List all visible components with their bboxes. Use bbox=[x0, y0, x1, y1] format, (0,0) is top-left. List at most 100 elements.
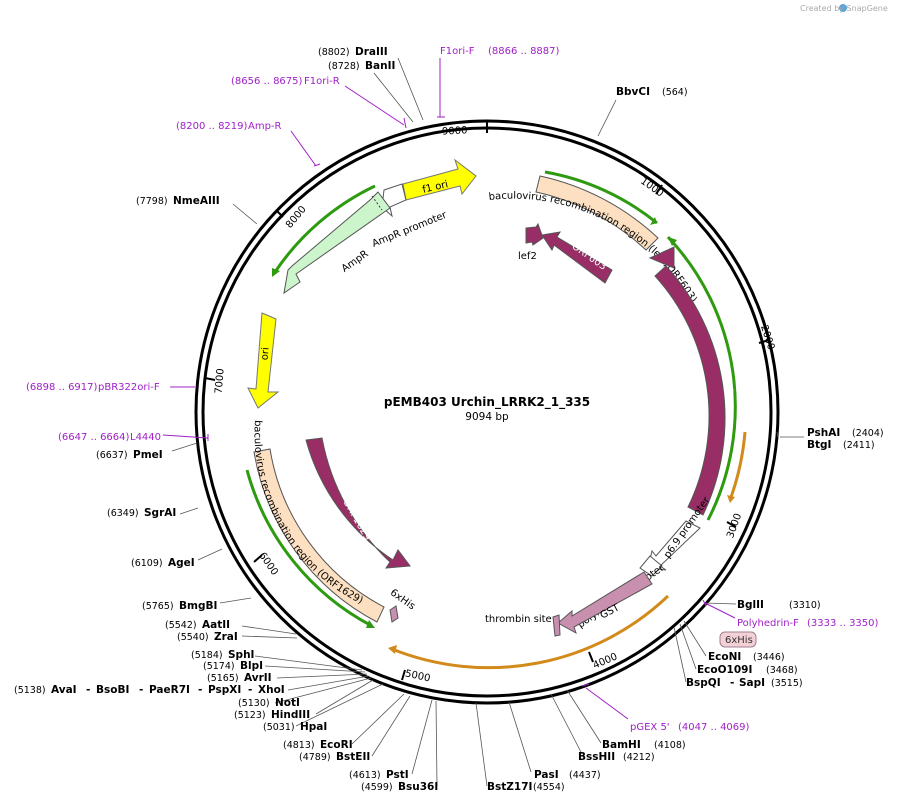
enzyme-bglii[interactable]: BglII(3310) bbox=[737, 599, 821, 611]
primer-polyhedrin-f[interactable]: Polyhedrin-F(3333 .. 3350) bbox=[737, 618, 879, 629]
svg-text:ZraI: ZraI bbox=[214, 631, 238, 643]
enzyme-sgrai[interactable]: (6349)SgrAI bbox=[107, 507, 176, 519]
svg-text:NotI: NotI bbox=[275, 697, 300, 709]
enzyme-eco0109i[interactable]: EcoO109I(3468) bbox=[697, 664, 798, 676]
enzyme-bmgbi[interactable]: (5765)BmgBI bbox=[142, 600, 217, 612]
enzyme-ecori[interactable]: (4813)EcoRI bbox=[283, 739, 353, 751]
feature-recombination-lef2-orf603[interactable] bbox=[535, 175, 659, 251]
enzyme-sphi[interactable]: (5184)SphI bbox=[191, 649, 254, 661]
thrombin-site-label: thrombin site bbox=[485, 614, 552, 625]
svg-text:(8200 .. 8219): (8200 .. 8219) bbox=[176, 121, 248, 132]
enzyme-noti[interactable]: (5130)NotI bbox=[238, 697, 300, 709]
primer-leader-lines bbox=[162, 58, 736, 720]
svg-text:PmeI: PmeI bbox=[133, 449, 163, 461]
svg-text:HpaI: HpaI bbox=[300, 721, 327, 733]
enzyme-bsu36i[interactable]: (4599)Bsu36I bbox=[361, 781, 438, 793]
primer-pgex5[interactable]: pGEX 5'(4047 .. 4069) bbox=[630, 722, 750, 733]
svg-text:(4789): (4789) bbox=[299, 752, 331, 763]
svg-text:(2411): (2411) bbox=[843, 440, 875, 451]
enzyme-sapi[interactable]: SapI(3515) bbox=[739, 677, 803, 689]
feature-f1-ori[interactable]: f1 ori bbox=[402, 158, 477, 201]
enzyme-btgi[interactable]: BtgI (2411) bbox=[807, 439, 875, 451]
primer-amp-r[interactable]: (8200 .. 8219)Amp-R bbox=[176, 121, 282, 132]
enzyme-aatii[interactable]: (5542)AatII bbox=[165, 619, 230, 631]
svg-text:-: - bbox=[198, 684, 202, 696]
svg-text:BamHI: BamHI bbox=[602, 739, 641, 751]
enzyme-hindiii[interactable]: (5123) HindIII bbox=[234, 709, 310, 721]
feature-lef2[interactable]: lef2 bbox=[518, 222, 544, 262]
enzyme-pasi[interactable]: PasI(4437) bbox=[534, 769, 601, 781]
sixhis-tag-box[interactable]: 6xHis bbox=[719, 631, 757, 648]
enzyme-agei[interactable]: (6109)AgeI bbox=[131, 557, 195, 569]
enzyme-bamhi[interactable]: BamHI(4108) bbox=[602, 739, 686, 751]
enzyme-labels: (8802) DraIII (8728)BanII BbvCI (564) (779… bbox=[14, 46, 884, 793]
svg-text:BbvCI: BbvCI bbox=[616, 86, 650, 98]
svg-text:F1ori-F: F1ori-F bbox=[440, 46, 475, 57]
svg-text:BspQI: BspQI bbox=[686, 677, 721, 689]
enzyme-pshai[interactable]: PshAI(2404) bbox=[807, 427, 884, 439]
enzyme-banii[interactable]: (8728)BanII bbox=[328, 60, 395, 72]
svg-text:(5123): (5123) bbox=[234, 710, 266, 721]
svg-text:Bsu36I: Bsu36I bbox=[398, 781, 438, 793]
enzyme-nmeaiii[interactable]: (7798)NmeAIII bbox=[136, 195, 220, 207]
green-line-left bbox=[245, 469, 373, 628]
enzyme-pmei[interactable]: (6637)PmeI bbox=[96, 449, 163, 461]
svg-text:(564): (564) bbox=[662, 87, 688, 98]
enzyme-bspqi[interactable]: BspQI- bbox=[686, 677, 734, 689]
enzyme-zrai[interactable]: (5540) ZraI bbox=[177, 631, 238, 643]
primer-pbr322ori-f[interactable]: (6898 .. 6917)pBR322ori-F bbox=[26, 382, 160, 393]
svg-text:(5138): (5138) bbox=[14, 685, 46, 696]
enzyme-bsteii[interactable]: (4789)BstEII bbox=[299, 751, 370, 763]
svg-text:SphI: SphI bbox=[228, 649, 254, 661]
enzyme-hpai[interactable]: (5031)HpaI bbox=[263, 721, 327, 733]
svg-text:BlpI: BlpI bbox=[240, 660, 263, 672]
enzyme-paer7i[interactable]: -PaeR7I bbox=[139, 684, 190, 696]
enzyme-avrii[interactable]: (5165)AvrII bbox=[207, 672, 272, 684]
feature-orf603[interactable]: ORF603 bbox=[541, 231, 613, 284]
enzyme-pspxi[interactable]: -PspXI bbox=[198, 684, 241, 696]
feature-6xhis[interactable]: 6xHis bbox=[388, 587, 417, 623]
svg-text:(5542): (5542) bbox=[165, 620, 197, 631]
plasmid-name: pEMB403 Urchin_LRRK2_1_335 bbox=[384, 395, 590, 410]
tick-4000: 4000 bbox=[591, 651, 619, 671]
enzyme-bbvci[interactable]: BbvCI (564) bbox=[616, 86, 688, 98]
enzyme-xhoi[interactable]: -XhoI bbox=[248, 684, 285, 696]
feature-ori[interactable]: ori bbox=[247, 312, 280, 409]
svg-text:(8656 .. 8675): (8656 .. 8675) bbox=[231, 76, 303, 87]
primer-f1ori-r[interactable]: (8656 .. 8675)F1ori-R bbox=[231, 76, 340, 87]
enzyme-psti[interactable]: (4613)PstI bbox=[349, 769, 409, 781]
svg-text:AgeI: AgeI bbox=[168, 557, 195, 569]
primer-f1ori-f[interactable]: F1ori-F (8866 .. 8887) bbox=[440, 46, 560, 57]
primer-labels: F1ori-F(8866 .. 8887) (8656 .. 8675)F1or… bbox=[26, 46, 879, 733]
svg-text:(8802): (8802) bbox=[318, 47, 350, 58]
svg-text:EcoNI: EcoNI bbox=[708, 651, 741, 663]
primer-l4440[interactable]: (6647 .. 6664)L4440 bbox=[58, 432, 161, 443]
feature-thrombin-site[interactable] bbox=[552, 614, 561, 637]
enzyme-blpi[interactable]: (5174)BlpI bbox=[203, 660, 263, 672]
feature-gus[interactable]: GUS bbox=[648, 246, 734, 516]
svg-text:HindIII: HindIII bbox=[271, 709, 310, 721]
enzyme-bsobi[interactable]: -BsoBI bbox=[86, 684, 129, 696]
svg-text:EcoO109I: EcoO109I bbox=[697, 664, 752, 676]
enzyme-avai[interactable]: (5138)AvaI bbox=[14, 684, 77, 696]
leader-lines bbox=[171, 57, 804, 787]
svg-text:BssHII: BssHII bbox=[578, 751, 615, 763]
svg-text:(5765): (5765) bbox=[142, 601, 174, 612]
svg-text:(5165): (5165) bbox=[207, 673, 239, 684]
feature-lines bbox=[245, 170, 747, 670]
svg-text:(5540): (5540) bbox=[177, 632, 209, 643]
svg-text:AmpR: AmpR bbox=[340, 249, 371, 275]
feature-gst[interactable]: GST bbox=[557, 571, 653, 635]
enzyme-bstz17i[interactable]: BstZ17I(4554) bbox=[487, 781, 565, 793]
enzyme-bsshii[interactable]: BssHII(4212) bbox=[578, 751, 655, 763]
svg-text:DraIII: DraIII bbox=[355, 46, 388, 58]
svg-text:(3446): (3446) bbox=[753, 652, 785, 663]
svg-text:(7798): (7798) bbox=[136, 196, 168, 207]
feature-polyhedrin-promoter[interactable] bbox=[639, 555, 663, 577]
svg-text:BtgI: BtgI bbox=[807, 439, 831, 451]
enzyme-econi[interactable]: EcoNI (3446) bbox=[708, 651, 785, 663]
feature-recombination-orf1629[interactable] bbox=[253, 448, 385, 623]
svg-text:(8866 .. 8887): (8866 .. 8887) bbox=[488, 46, 560, 57]
feature-orf1629[interactable]: ORF1629 bbox=[305, 437, 411, 569]
enzyme-draiii[interactable]: (8802) DraIII bbox=[318, 46, 388, 58]
